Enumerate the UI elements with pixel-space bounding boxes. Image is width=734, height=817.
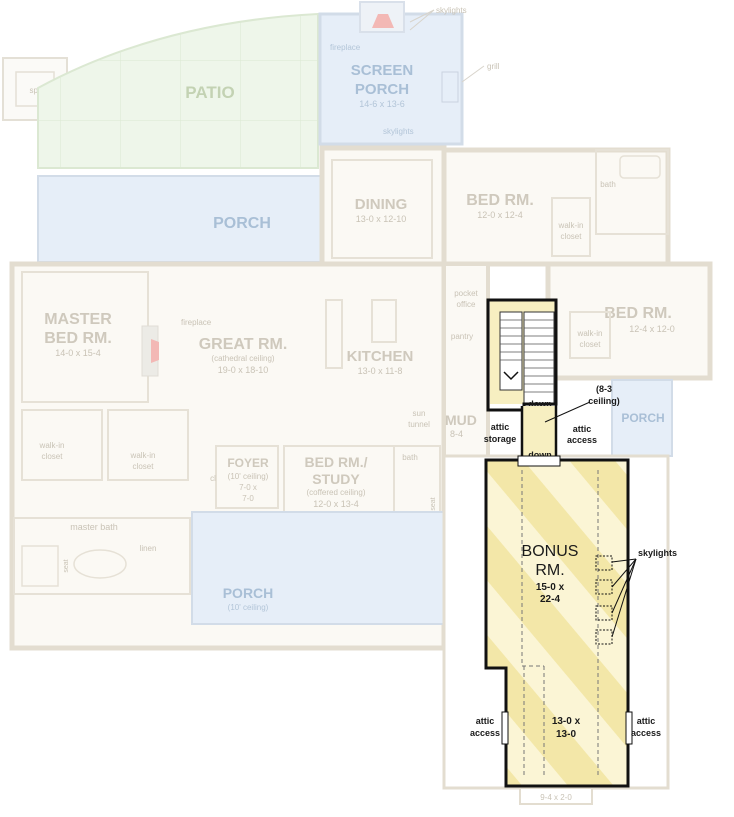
attic-access-left-1: attic — [476, 716, 495, 726]
linen-note: linen — [140, 544, 157, 553]
screen-porch-name-1: SCREEN — [351, 62, 414, 79]
bed2-name: BED RM. — [604, 305, 672, 322]
screen-porch-name-2: PORCH — [355, 81, 409, 98]
seat-shower-note: seat — [430, 497, 437, 510]
study-size: 12-0 x 13-4 — [313, 499, 359, 509]
pocket-2: office — [457, 300, 477, 309]
master-bath-note: master bath — [70, 522, 118, 532]
mud-size: 8-4 — [450, 429, 463, 439]
bed1-size: 12-0 x 12-4 — [477, 210, 523, 220]
master-size: 14-0 x 15-4 — [55, 348, 101, 358]
kitchen-name: KITCHEN — [347, 348, 414, 365]
foyer-name: FOYER — [227, 456, 269, 470]
sun-tunnel-2: tunnel — [408, 420, 430, 429]
walkin-a-2: closet — [42, 452, 64, 461]
study-name-2: STUDY — [312, 471, 360, 487]
walkin-bed2-1: walk-in — [577, 329, 603, 338]
bonus-size-1: 15-0 x — [536, 582, 565, 593]
study-note: (coffered ceiling) — [307, 488, 366, 497]
skylights-porch-note: skylights — [383, 127, 414, 136]
patio-label: PATIO — [185, 83, 234, 102]
cl-note: cl — [210, 474, 216, 483]
pantry-note: pantry — [451, 332, 473, 341]
pocket-1: pocket — [454, 289, 478, 298]
master-name-1: MASTER — [44, 311, 112, 328]
great-size: 19-0 x 18-10 — [218, 365, 269, 375]
front-porch-name: PORCH — [223, 585, 274, 601]
walkin-a-1: walk-in — [39, 441, 65, 450]
dining-size: 13-0 x 12-10 — [356, 214, 407, 224]
skylights-top-note: skylights — [436, 6, 467, 15]
attic-access-right-2: access — [631, 728, 661, 738]
deck-dims: 9-4 x 2-0 — [540, 793, 572, 802]
bath-top-note: bath — [600, 180, 616, 189]
side-porch-label: PORCH — [621, 411, 664, 425]
dining-name: DINING — [355, 196, 408, 213]
bonus-size2-1: 13-0 x — [552, 716, 581, 727]
grill-note: grill — [487, 62, 500, 71]
ceiling-note-2: ceiling) — [588, 396, 620, 406]
walkin-bed1-2: closet — [561, 232, 583, 241]
skylights-label: skylights — [638, 548, 677, 558]
walkin-b-2: closet — [133, 462, 155, 471]
foyer-size-2: 7-0 — [242, 494, 254, 503]
attic-access-left-2: access — [470, 728, 500, 738]
attic-access-top-1: attic — [573, 424, 592, 434]
attic-storage-2: storage — [484, 434, 517, 444]
walkin-b-1: walk-in — [130, 451, 156, 460]
attic-access-right-1: attic — [637, 716, 656, 726]
seat-master-note: seat — [63, 559, 70, 572]
bonus-level-plan: down (8-3 ceiling) attic storage attic a… — [470, 298, 677, 788]
screen-porch-size: 14-6 x 13-6 — [359, 99, 405, 109]
foyer-note: (10' ceiling) — [228, 472, 269, 481]
fireplace-great-note: fireplace — [181, 318, 212, 327]
fireplace-porch-note: fireplace — [330, 43, 361, 52]
walkin-bed1-1: walk-in — [558, 221, 584, 230]
kitchen-size: 13-0 x 11-8 — [358, 366, 403, 376]
bonus-name-2: RM. — [535, 562, 564, 579]
front-porch-note: (10' ceiling) — [228, 603, 269, 612]
great-name: GREAT RM. — [199, 336, 288, 353]
foyer-size-1: 7-0 x — [239, 483, 257, 492]
bed2-size: 12-4 x 12-0 — [629, 324, 675, 334]
attic-access-top-2: access — [567, 435, 597, 445]
ceiling-note-1: (8-3 — [596, 384, 612, 394]
great-note: (cathedral ceiling) — [211, 354, 274, 363]
entry-down-label: down — [528, 450, 552, 460]
study-name-1: BED RM./ — [305, 454, 368, 470]
rear-porch-label: PORCH — [213, 215, 271, 232]
spa-label: spa — [30, 86, 43, 95]
bath-mid-note: bath — [402, 453, 418, 462]
master-name-2: BED RM. — [44, 330, 112, 347]
attic-storage-1: attic — [491, 422, 510, 432]
mud-name: MUD — [445, 412, 477, 428]
bonus-size-2: 22-4 — [540, 594, 560, 605]
bonus-size2-2: 13-0 — [556, 729, 576, 740]
stair-down-label: down — [528, 399, 552, 409]
bed1-name: BED RM. — [466, 192, 534, 209]
sun-tunnel-1: sun — [413, 409, 426, 418]
walkin-bed2-2: closet — [580, 340, 602, 349]
bonus-name-1: BONUS — [522, 543, 579, 560]
